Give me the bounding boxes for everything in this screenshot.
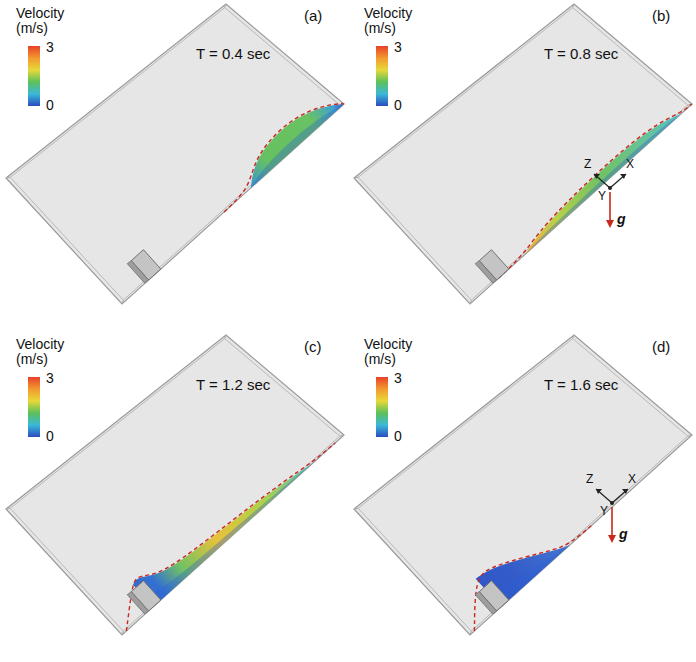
color-bar (28, 46, 40, 106)
tank-inner-outline (358, 339, 688, 632)
axis-label: X (628, 473, 636, 486)
tank-outline (354, 4, 692, 304)
tank-outline (354, 335, 692, 635)
axis-label: Z (586, 473, 593, 486)
tank-edge (225, 4, 226, 8)
tank-edge (6, 508, 10, 510)
colorbar-title: Velocity (m/s) (364, 337, 426, 368)
colorbar-max: 3 (394, 40, 402, 55)
colorbar-max: 3 (46, 40, 54, 55)
tank-edge (573, 4, 574, 8)
time-label: T = 1.2 sec (196, 377, 270, 394)
colorbar-min: 0 (394, 429, 402, 444)
axis-triad (594, 174, 626, 228)
panel-letter: (d) (652, 339, 670, 356)
free-surface-line (474, 525, 592, 631)
panel (6, 335, 344, 635)
tank-edge (225, 335, 226, 339)
tank-edge (122, 631, 123, 635)
colorbar-max: 3 (394, 371, 402, 386)
colorbar-min: 0 (46, 429, 54, 444)
axis-label: Y (600, 505, 608, 518)
color-bar (376, 46, 388, 106)
obstacle (479, 581, 509, 611)
tank-outline (6, 335, 344, 635)
tank-edge (573, 335, 574, 339)
obstacle (479, 250, 509, 280)
liquid (251, 104, 344, 188)
tank-inner-outline (10, 8, 340, 301)
gravity-label: g (619, 527, 628, 542)
colorbar-min: 0 (394, 98, 402, 113)
gravity-label: g (617, 212, 626, 227)
axis-label: X (626, 158, 634, 171)
color-bar (28, 377, 40, 437)
free-surface-line (126, 443, 335, 631)
tank-edge (122, 300, 123, 304)
obstacle-side (127, 261, 148, 283)
free-surface-line (499, 104, 692, 278)
time-label: T = 0.8 sec (544, 46, 618, 63)
colorbar-title: Velocity (m/s) (16, 337, 78, 368)
tank-edge (354, 177, 358, 179)
liquid-lower-layer (526, 114, 681, 254)
tank-edge (470, 300, 471, 304)
colorbar-min: 0 (46, 98, 54, 113)
tank-inner-outline (10, 339, 340, 632)
panel (354, 335, 692, 635)
tank-inner-outline (358, 8, 688, 301)
axis-label: Z (584, 158, 591, 171)
tank-edge (6, 177, 10, 179)
liquid (133, 463, 313, 607)
colorbar-title: Velocity (m/s) (16, 6, 78, 37)
panel (354, 4, 692, 304)
panel (6, 4, 344, 304)
colorbar-max: 3 (46, 371, 54, 386)
free-surface-line (224, 104, 344, 212)
tank-edge (340, 435, 344, 436)
axis-label: Y (598, 190, 606, 203)
obstacle (131, 250, 161, 280)
color-bar (376, 377, 388, 437)
obstacle-side (127, 592, 148, 614)
time-label: T = 1.6 sec (544, 377, 618, 394)
liquid (526, 114, 681, 254)
tank-edge (354, 508, 358, 510)
axis-triad (596, 489, 628, 543)
obstacle-side (475, 592, 496, 614)
obstacle-side (475, 261, 496, 283)
time-label: T = 0.4 sec (196, 46, 270, 63)
tank-edge (470, 631, 471, 635)
obstacle (131, 581, 161, 611)
panel-letter: (b) (652, 8, 670, 25)
tank-outline (6, 4, 344, 304)
liquid-lower-layer (251, 104, 344, 188)
panel-letter: (c) (304, 339, 322, 356)
panel-letter: (a) (304, 8, 322, 25)
tank-edge (688, 435, 692, 436)
colorbar-title: Velocity (m/s) (364, 6, 426, 37)
liquid-lower-layer (146, 463, 313, 607)
